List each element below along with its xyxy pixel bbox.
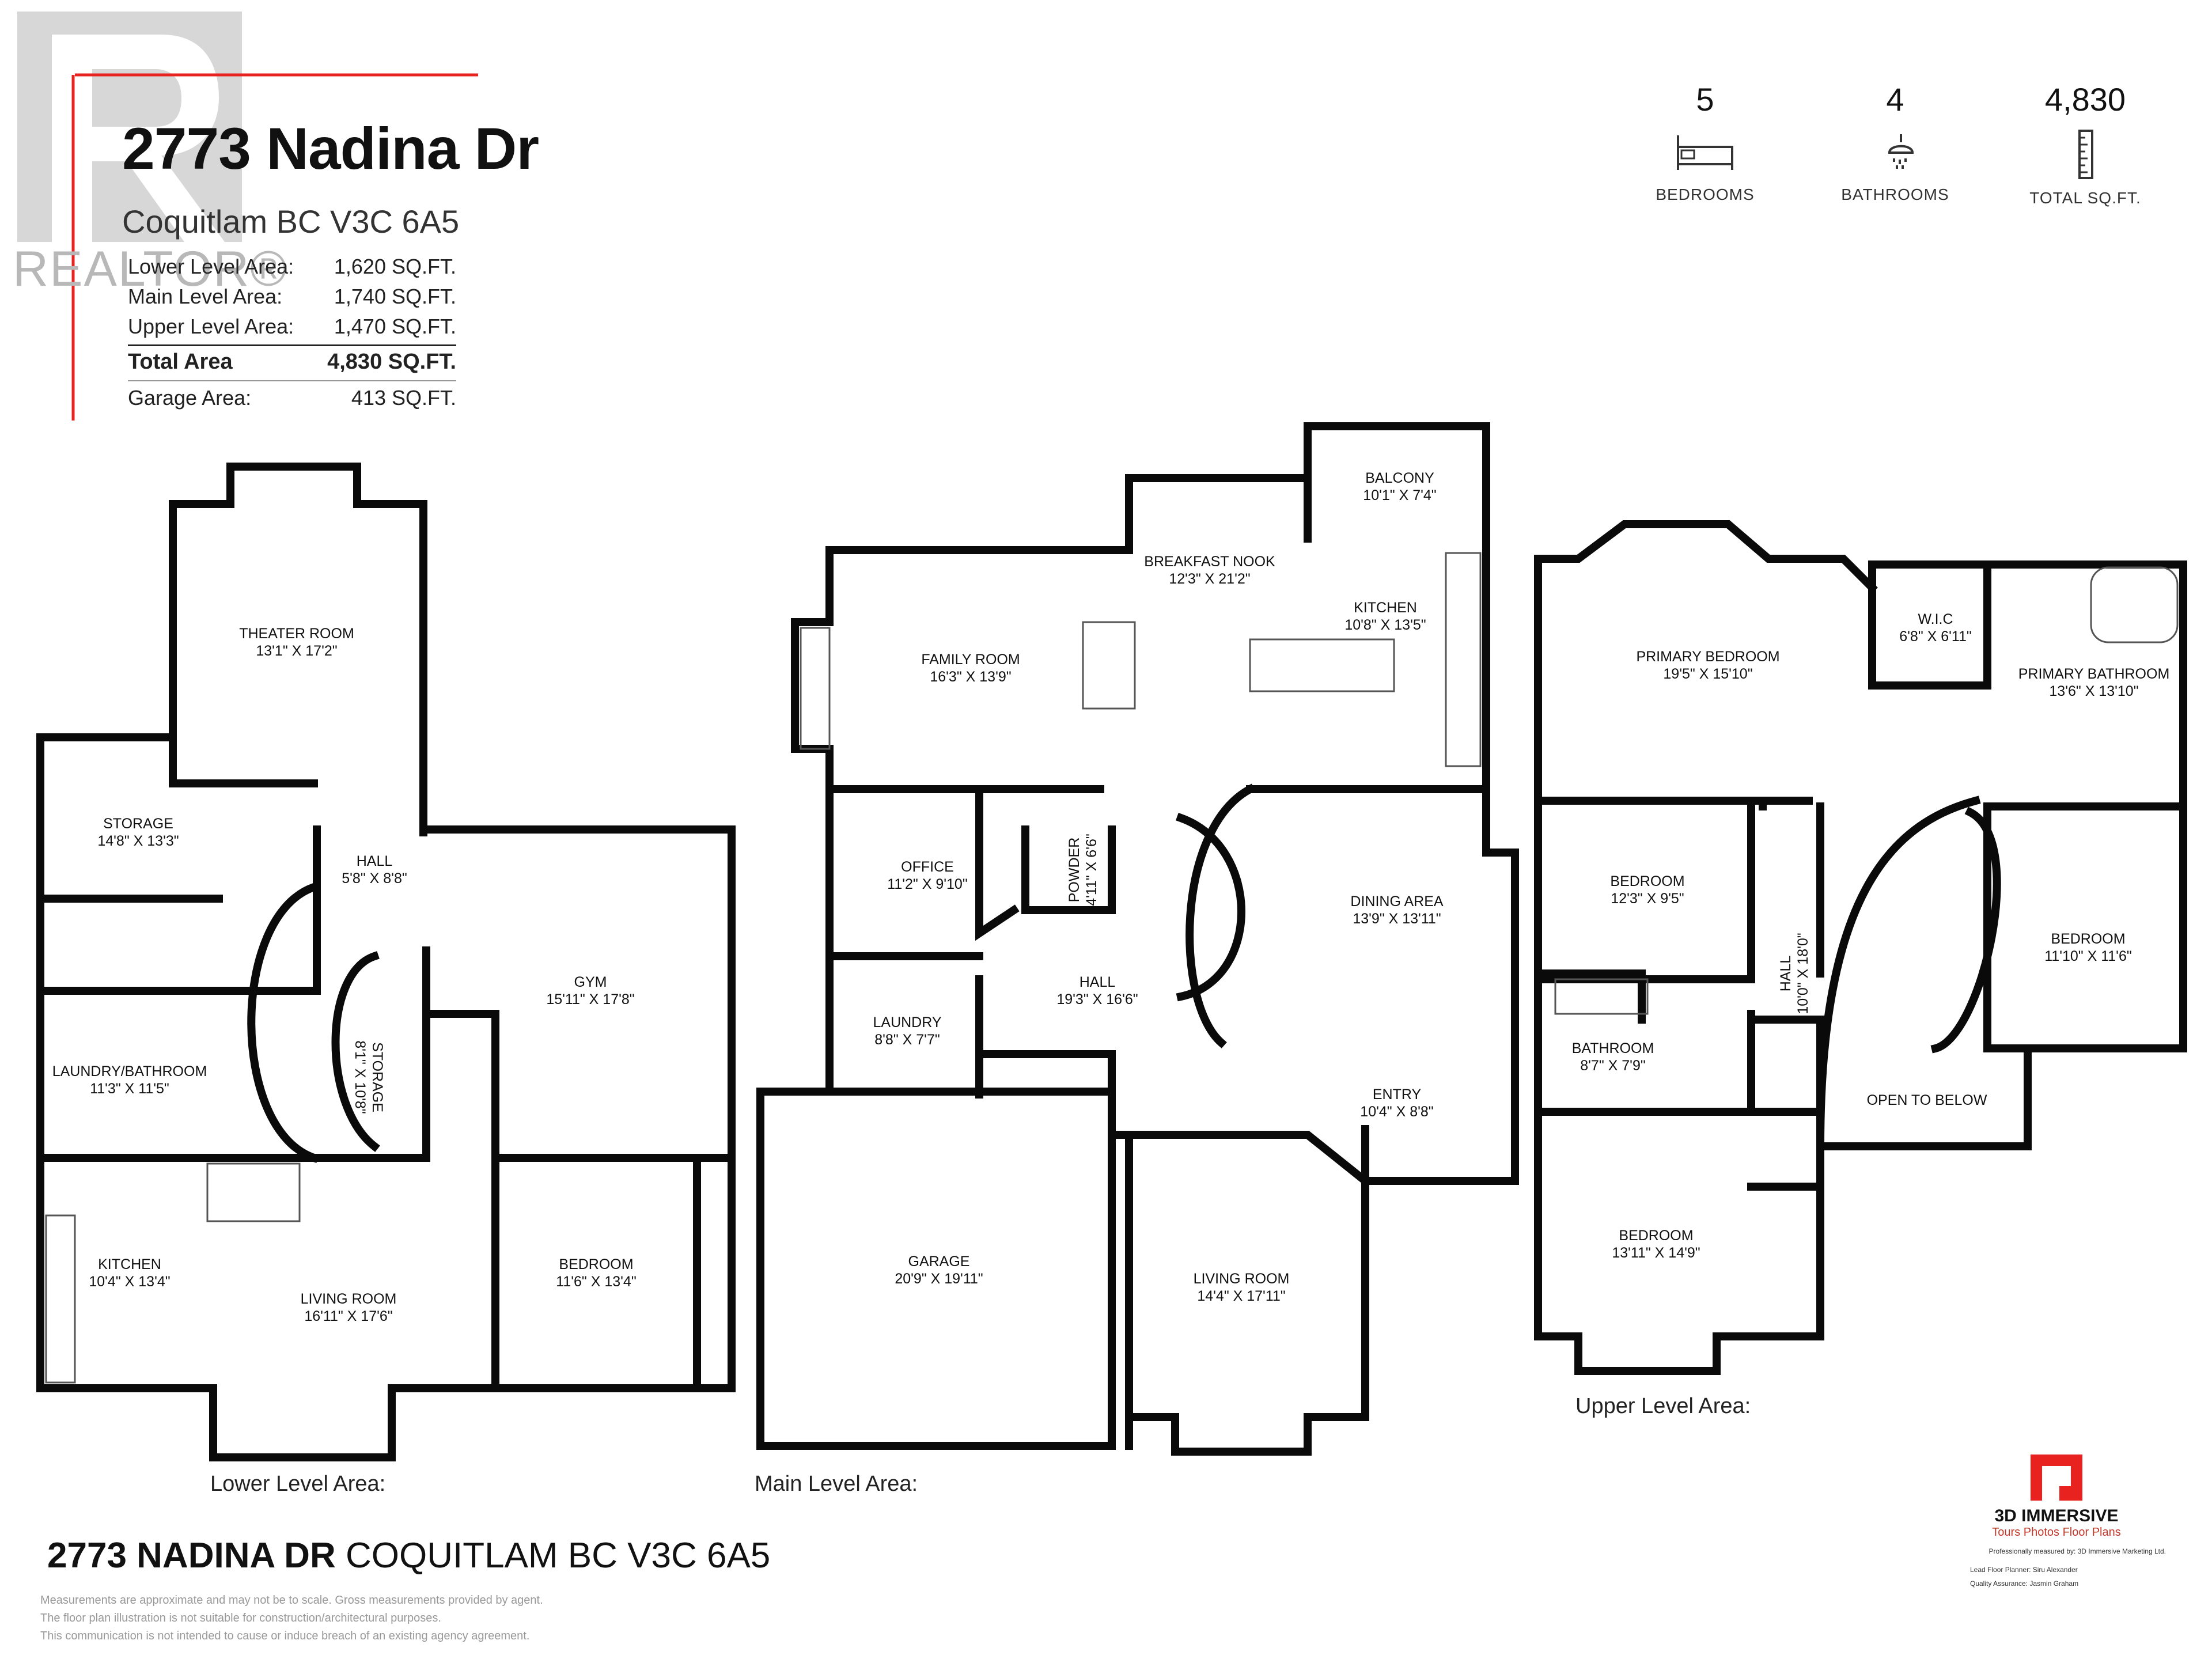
stat-total-sqft: 4,830 TOTAL SQ.FT. [1999, 81, 2172, 207]
footer-address: 2773 NADINA DR COQUITLAM BC V3C 6A5 [47, 1535, 770, 1576]
stat-value: 4 [1886, 81, 1904, 118]
area-row-main: Main Level Area: 1,740 SQ.FT. [128, 285, 456, 309]
area-row-lower: Lower Level Area: 1,620 SQ.FT. [128, 255, 456, 279]
area-label: Lower Level Area: [128, 255, 294, 278]
stat-bedrooms: 5 BEDROOMS [1619, 81, 1791, 204]
area-value: 1,740 SQ.FT. [334, 285, 456, 308]
room-open-to-below: OPEN TO BELOW [1866, 1092, 1987, 1108]
lower-level-label: Lower Level Area: [210, 1472, 386, 1496]
ruler-icon [1999, 130, 2172, 182]
page-title: 2773 Nadina Dr [122, 116, 539, 181]
stat-label: BATHROOMS [1841, 185, 1949, 203]
area-label: Upper Level Area: [128, 315, 294, 338]
stat-value: 4,830 [2044, 81, 2126, 118]
disclaimer-line: Measurements are approximate and may not… [40, 1594, 543, 1607]
shower-icon [1809, 130, 1982, 179]
area-total-value: 4,830 SQ.FT. [327, 350, 456, 374]
lower-level-walls [40, 467, 732, 1457]
stat-bathrooms: 4 BATHROOMS [1809, 81, 1982, 204]
realtor-logo [12, 12, 484, 426]
disclaimer-line: The floor plan illustration is not suita… [40, 1612, 441, 1624]
upper-level-label: Upper Level Area: [1575, 1394, 1751, 1418]
area-label: Main Level Area: [128, 285, 283, 308]
stat-label: BEDROOMS [1656, 185, 1755, 203]
area-value: 413 SQ.FT. [351, 386, 456, 410]
area-summary: Lower Level Area: 1,620 SQ.FT. Main Leve… [128, 255, 456, 410]
stat-label: TOTAL SQ.FT. [2029, 189, 2141, 207]
area-label: Garage Area: [128, 386, 252, 410]
credit-line: Lead Floor Planner: Siru Alexander [1970, 1566, 2078, 1574]
realtor-watermark: REALTOR® [13, 241, 288, 297]
area-row-total: Total Area 4,830 SQ.FT. [128, 344, 456, 374]
credit-line: Professionally measured by: 3D Immersive… [1988, 1547, 2166, 1555]
credit-line: Quality Assurance: Jasmin Graham [1970, 1580, 2079, 1588]
main-level-walls [760, 426, 1515, 1452]
stat-value: 5 [1696, 81, 1714, 118]
fireplace-icon [801, 628, 830, 749]
area-total-label: Total Area [128, 350, 233, 374]
room-wic: W.I.C6'8" x 6'11" [1899, 611, 1972, 645]
brand-block: 3D IMMERSIVE Tours Photos Floor Plans Pr… [1947, 1452, 2166, 1588]
disclaimer: Measurements are approximate and may not… [40, 1592, 543, 1645]
bathtub-icon [2091, 567, 2177, 642]
brand-name: 3D IMMERSIVE [1994, 1506, 2119, 1525]
footer-address-street: 2773 NADINA DR [47, 1536, 336, 1575]
footer-address-city: COQUITLAM BC V3C 6A5 [345, 1536, 771, 1575]
area-value: 1,470 SQ.FT. [334, 315, 456, 338]
disclaimer-line: This communication is not intended to ca… [40, 1630, 530, 1642]
area-row-upper: Upper Level Area: 1,470 SQ.FT. [128, 315, 456, 339]
bed-icon [1619, 130, 1791, 179]
area-value: 1,620 SQ.FT. [334, 255, 456, 278]
area-row-garage: Garage Area: 413 SQ.FT. [128, 380, 456, 410]
brand-tagline: Tours Photos Floor Plans [1992, 1526, 2121, 1539]
page-subtitle: Coquitlam BC V3C 6A5 [122, 203, 460, 240]
brand-logo-icon [1947, 1452, 2166, 1506]
main-level-label: Main Level Area: [755, 1472, 918, 1496]
